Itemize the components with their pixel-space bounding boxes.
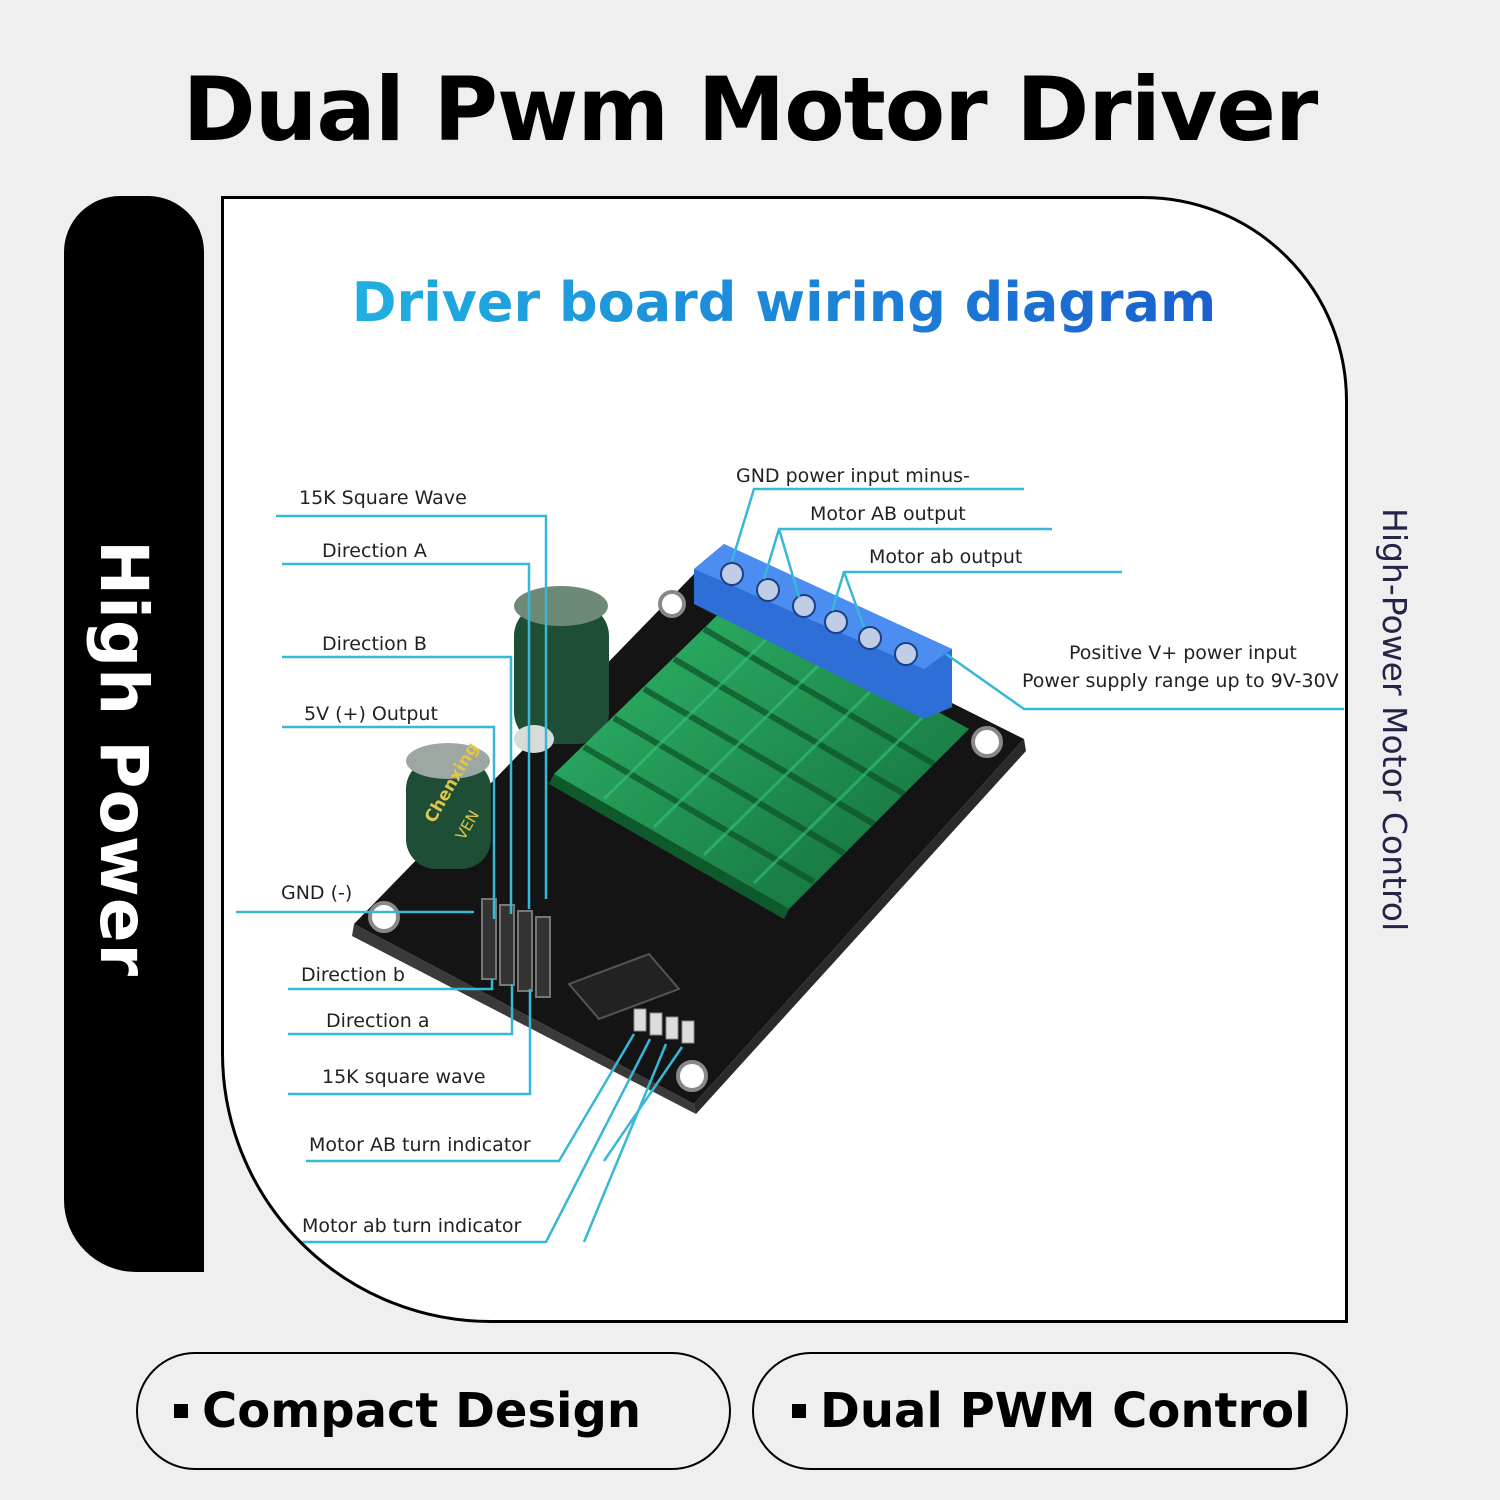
bullet-icon bbox=[792, 1404, 806, 1418]
label-power-supply-range: Power supply range up to 9V-30V bbox=[1022, 670, 1339, 692]
vertical-caption: High-Power Motor Control bbox=[1375, 508, 1414, 932]
label-direction-a-upper: Direction A bbox=[322, 540, 427, 562]
indicator-leds bbox=[633, 1008, 695, 1044]
mount-hole bbox=[676, 1060, 708, 1092]
driver-chip bbox=[567, 952, 681, 1021]
terminal-screw bbox=[792, 594, 816, 618]
label-motor-ab-turn-indicator: Motor AB turn indicator bbox=[309, 1134, 531, 1156]
label-direction-b-upper: Direction B bbox=[322, 633, 427, 655]
wiring-diagram: Driver board wiring diagram bbox=[236, 271, 1344, 1244]
page-title: Dual Pwm Motor Driver bbox=[182, 58, 1319, 161]
feature-label: Dual PWM Control bbox=[820, 1383, 1311, 1439]
capacitor-large bbox=[514, 586, 609, 753]
label-15k-square-wave-lower: 15K square wave bbox=[322, 1066, 486, 1088]
terminal-screw bbox=[720, 562, 744, 586]
label-direction-b-lower: Direction b bbox=[301, 964, 405, 986]
label-direction-a-lower: Direction a bbox=[326, 1010, 430, 1032]
feature-pill-pwm: Dual PWM Control bbox=[752, 1352, 1348, 1470]
terminal-screw bbox=[894, 642, 918, 666]
label-positive-power-input: Positive V+ power input bbox=[1069, 642, 1297, 664]
mount-hole bbox=[971, 726, 1003, 758]
label-15k-square-wave: 15K Square Wave bbox=[299, 487, 467, 509]
capacitor-small: Chenxing VEN bbox=[406, 739, 491, 869]
terminal-screw bbox=[858, 626, 882, 650]
terminal-screw bbox=[824, 610, 848, 634]
label-gnd-power-input: GND power input minus- bbox=[736, 465, 970, 487]
feature-pill-compact: Compact Design bbox=[136, 1352, 731, 1470]
bullet-icon bbox=[174, 1404, 188, 1418]
side-tab bbox=[64, 196, 204, 1272]
terminal-screw bbox=[756, 578, 780, 602]
diagram-card: Driver board wiring diagram bbox=[221, 196, 1348, 1323]
label-motor-ab-output: Motor AB output bbox=[810, 503, 966, 525]
leader-lines bbox=[236, 487, 1344, 1244]
mount-hole bbox=[658, 590, 686, 618]
label-gnd: GND (-) bbox=[281, 882, 352, 904]
pin-header bbox=[481, 898, 551, 998]
terminal-block bbox=[694, 544, 952, 719]
label-motor-ab-lower-output: Motor ab output bbox=[869, 546, 1022, 568]
label-5v-output: 5V (+) Output bbox=[304, 703, 438, 725]
label-motor-ab-lower-turn-indicator: Motor ab turn indicator bbox=[302, 1215, 522, 1237]
mount-hole bbox=[368, 901, 400, 933]
feature-label: Compact Design bbox=[202, 1383, 642, 1439]
diagram-heading: Driver board wiring diagram bbox=[352, 271, 1217, 334]
side-tab-label: High Power bbox=[85, 540, 162, 978]
